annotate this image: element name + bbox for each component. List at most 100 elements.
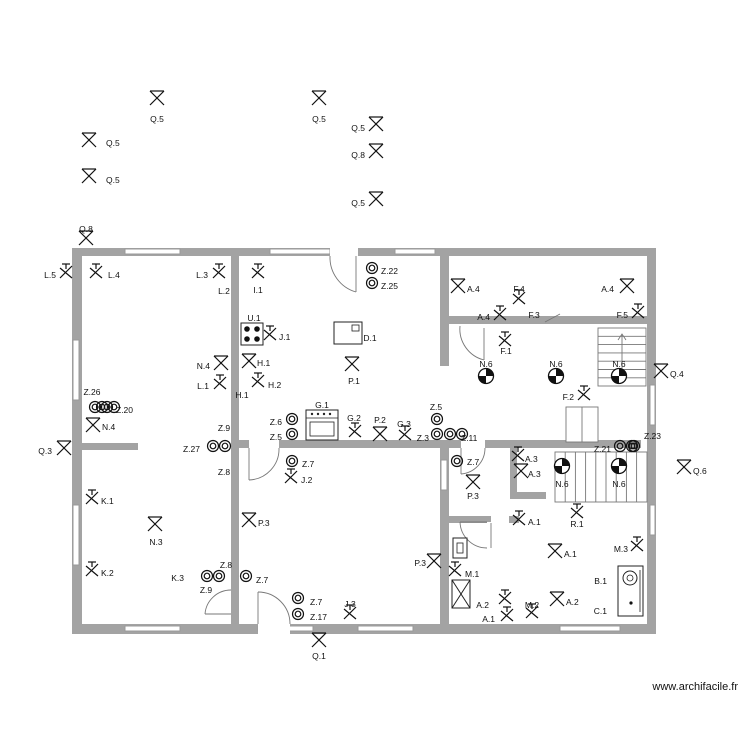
symbol-socket: Z.5 [270, 427, 299, 442]
symbol-label: G.1 [315, 400, 329, 410]
symbol-cross: A.2 [549, 591, 579, 607]
symbol-label: P.1 [348, 376, 360, 386]
symbol-label: Q.5 [351, 198, 365, 208]
symbol-label: Q.6 [693, 466, 707, 476]
symbol-label: K.1 [101, 496, 114, 506]
symbol-label: P.3 [414, 558, 426, 568]
symbol-cross: P.2 [372, 415, 388, 442]
symbol-label: L.2 [218, 286, 230, 296]
washer-drum [622, 570, 638, 586]
windows [72, 248, 656, 632]
symbol-switch: A.1 [512, 510, 541, 527]
wall [72, 248, 82, 634]
watermark: www.archifacile.fr [651, 681, 738, 693]
symbol-label: B.1 [594, 576, 607, 586]
symbol-label: A.3 [525, 454, 538, 464]
symbol-label: Q.4 [670, 369, 684, 379]
symbol-socket: Z.5 [430, 402, 444, 426]
symbol-label: G.2 [347, 413, 361, 423]
symbol-cross: N.4 [197, 355, 229, 371]
symbol-label: Z.7 [256, 575, 269, 585]
symbol-label: F.4 [513, 284, 525, 294]
symbol-switch: R.1 [570, 503, 584, 529]
symbol-text: U.1 [247, 313, 261, 323]
symbol-socket: Z.25 [365, 276, 398, 291]
wall [440, 256, 449, 366]
panel-cross [451, 579, 471, 609]
symbol-socket: Z.20 [95, 400, 133, 415]
symbol-label: Q.5 [106, 175, 120, 185]
symbol-label: J.3 [344, 599, 356, 609]
symbol-cross: P.3 [465, 474, 481, 501]
door-opening [461, 440, 485, 448]
symbol-switch: J.3 [343, 599, 357, 620]
door-swing [329, 255, 357, 293]
symbol-switch: G.2 [347, 413, 362, 438]
burner [244, 336, 250, 342]
symbol-label: P.3 [258, 518, 270, 528]
symbol-label: Z.11 [461, 433, 478, 443]
wall [510, 440, 517, 496]
symbol-label: M.2 [525, 600, 539, 610]
symbol-socket: Z.17 [291, 607, 327, 622]
symbol-text: B.1 [594, 576, 607, 586]
window [649, 504, 656, 536]
symbol-label: H.1 [257, 358, 271, 368]
symbol-switch: F.1 [498, 331, 512, 356]
door-swing [460, 447, 486, 475]
symbol-label: J.2 [301, 475, 313, 485]
symbol-switch: F.4 [512, 284, 526, 305]
symbol-label: I.1 [253, 285, 263, 295]
symbol-label: Q.8 [79, 224, 93, 234]
symbol-text: Z.9 [218, 423, 231, 433]
small-cabinet [452, 537, 468, 559]
symbol-label: Z.8 [220, 560, 233, 570]
window [269, 248, 331, 255]
symbol-label: Z.7 [302, 459, 315, 469]
symbol-label: F.5 [617, 310, 629, 320]
symbol-switch: L.5 [44, 263, 73, 280]
cabinet-detail [456, 542, 464, 554]
symbol-label: Q.8 [351, 150, 365, 160]
oven [305, 409, 339, 441]
symbol-cross: Q.8 [351, 143, 384, 160]
burner [244, 326, 250, 332]
symbol-light: N.6 [477, 359, 495, 385]
symbol-text: Z.9 [200, 585, 213, 595]
counter [617, 565, 644, 617]
oven-knob [310, 412, 314, 416]
symbol-cross: H.1 [241, 353, 271, 369]
symbol-label: Z.9 [200, 585, 213, 595]
oven-knob [322, 412, 326, 416]
symbol-label: Z.5 [270, 432, 283, 442]
symbol-label: F.3 [528, 310, 540, 320]
stairs [544, 313, 648, 503]
symbol-socket: Z.7 [239, 569, 269, 585]
symbol-label: L.4 [108, 270, 120, 280]
symbol-label: N.6 [555, 479, 569, 489]
symbol-switch: A.1 [482, 606, 514, 624]
window [559, 625, 621, 632]
appliance-d1 [333, 321, 363, 345]
symbol-text: Z.8 [218, 467, 231, 477]
symbol-cross: Q.8 [78, 224, 94, 246]
symbol-light: N.6 [610, 359, 628, 385]
symbol-label: C.1 [594, 606, 608, 616]
symbol-switch: A.3 [511, 446, 538, 464]
symbol-socket: Z.6 [270, 412, 299, 427]
symbol-label: N.3 [149, 537, 163, 547]
symbol-cross: Q.1 [311, 632, 327, 661]
symbol-label: N.6 [549, 359, 563, 369]
symbol-label: Q.5 [150, 114, 164, 124]
symbol-cross: Q.5 [81, 168, 120, 185]
symbol-label: Z.21 [594, 444, 611, 454]
symbol-label: L.5 [44, 270, 56, 280]
symbol-cross: Q.4 [653, 363, 684, 379]
symbol-socket: Z.7 [291, 591, 323, 607]
symbol-switch: M.3 [614, 536, 644, 554]
symbol-label: M.1 [465, 569, 479, 579]
symbol-cross: Q.5 [81, 132, 120, 148]
symbol-switch: L.1 [197, 374, 227, 391]
